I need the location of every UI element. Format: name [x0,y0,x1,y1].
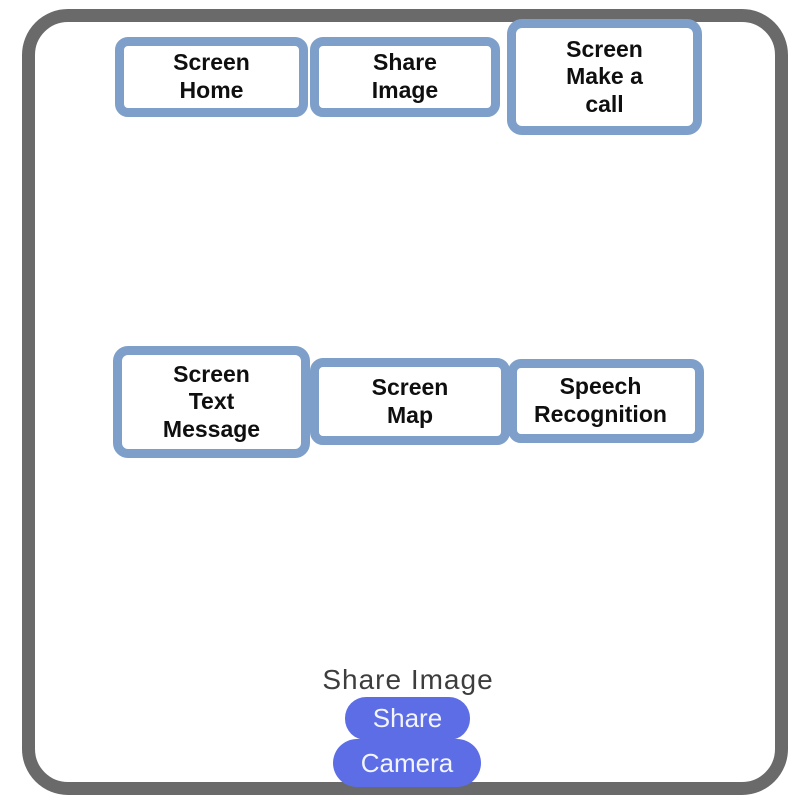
share-image-section-title: Share Image [322,664,494,695]
button-screen-map[interactable]: Screen Map [310,358,510,445]
button-share-image[interactable]: Share Image [310,37,500,117]
share-button[interactable]: Share [345,697,470,740]
camera-button[interactable]: Camera [333,739,481,787]
button-screen-make-a-call[interactable]: Screen Make a call [507,19,702,135]
speech-recognition-label: Speech Recognition [534,373,667,427]
button-speech-recognition[interactable]: Speech Recognition [508,359,704,443]
button-screen-text-message[interactable]: Screen Text Message [113,346,310,458]
button-screen-home[interactable]: Screen Home [115,37,308,117]
